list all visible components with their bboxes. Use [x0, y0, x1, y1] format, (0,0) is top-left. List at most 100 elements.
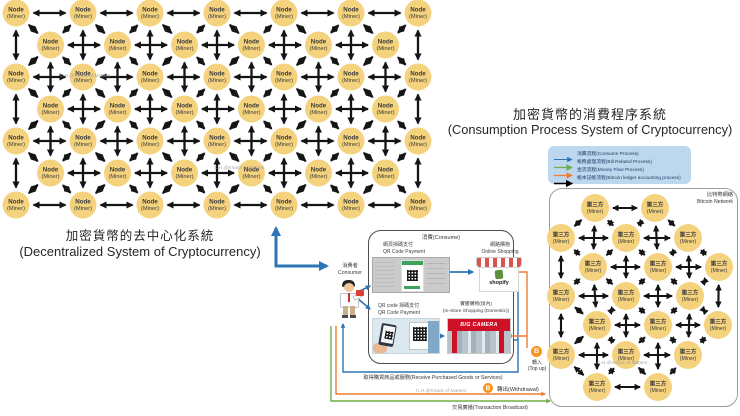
svg-text:Node: Node — [209, 7, 225, 14]
right-title: 加密貨幣的消費程序系統 (Consumption Process System … — [440, 107, 740, 137]
svg-text:(Miner): (Miner) — [342, 206, 360, 212]
svg-text:(Miner): (Miner) — [275, 142, 293, 148]
svg-text:Node: Node — [311, 39, 327, 46]
shopify-store-icon: shopify — [476, 257, 522, 292]
big-camera-store-photo: BIG CAMERA — [447, 318, 511, 354]
svg-text:Node: Node — [110, 103, 126, 110]
miner-node: Node(Miner) — [270, 0, 298, 27]
qr-code-image — [413, 327, 427, 341]
svg-text:(Miner): (Miner) — [7, 14, 25, 20]
svg-text:(Miner): (Miner) — [409, 78, 427, 84]
miner-node: Node(Miner) — [69, 0, 97, 27]
miner-node: Node(Miner) — [270, 127, 298, 155]
svg-text:Node: Node — [276, 71, 292, 78]
consume-box-title: 消費(Consume) — [421, 235, 461, 241]
svg-text:Node: Node — [276, 135, 292, 142]
svg-text:(Miner): (Miner) — [275, 78, 293, 84]
svg-text:Node: Node — [410, 7, 426, 14]
shopify-wordmark: shopify — [489, 280, 509, 286]
left-caption-zh: 加密貨幣的去中心化系統 — [65, 229, 215, 243]
svg-text:(Miner): (Miner) — [7, 206, 25, 212]
instore-shopping-label: 實體購物(境內) (In-Store Shopping (Domestic)) — [442, 302, 510, 314]
svg-text:Node: Node — [75, 199, 91, 206]
miner-node: Node(Miner) — [404, 63, 432, 91]
miner-node: Node(Miner) — [136, 63, 164, 91]
legend-row: 消費流程(Consume Process) — [553, 149, 691, 162]
svg-text:Node: Node — [410, 71, 426, 78]
miner-node: Node(Miner) — [337, 0, 365, 27]
miner-node: Node(Miner) — [2, 127, 30, 155]
miner-node: Node(Miner) — [270, 191, 298, 219]
web-qr-payment-screenshot — [372, 257, 450, 293]
svg-text:Node: Node — [75, 135, 91, 142]
miner-node: Node(Miner) — [372, 31, 399, 59]
miner-node: Node(Miner) — [372, 159, 399, 187]
topup-label-zh: 轉入 — [531, 360, 542, 366]
network-consumer-connector — [270, 225, 330, 272]
miner-node: Node(Miner) — [171, 159, 198, 187]
svg-text:Node: Node — [75, 7, 91, 14]
svg-text:(Miner): (Miner) — [309, 174, 327, 180]
svg-text:(Miner): (Miner) — [175, 174, 193, 180]
svg-text:Node: Node — [311, 167, 327, 174]
svg-text:(Miner): (Miner) — [409, 14, 427, 20]
svg-text:(Miner): (Miner) — [275, 14, 293, 20]
withdrawal-label: 轉出(Withdrawal) — [497, 387, 539, 393]
miner-node: Node(Miner) — [404, 0, 432, 27]
svg-text:Node: Node — [43, 39, 59, 46]
miner-node: Node(Miner) — [305, 31, 332, 59]
svg-text:(Miner): (Miner) — [376, 46, 394, 52]
miner-node: Node(Miner) — [2, 0, 30, 27]
miner-node: Node(Miner) — [69, 127, 97, 155]
miner-node: Node(Miner) — [203, 63, 231, 91]
red-wallet-icon — [356, 290, 364, 296]
svg-text:Node: Node — [110, 167, 126, 174]
svg-text:(Miner): (Miner) — [74, 206, 92, 212]
miner-node: Node(Miner) — [404, 191, 432, 219]
svg-text:Node: Node — [177, 39, 193, 46]
bill-flow-arrow-icon — [553, 158, 577, 171]
svg-text:Node: Node — [311, 103, 327, 110]
receive-goods-label: 取得購買商品或服務(Receive Purchased Goods or Ser… — [363, 375, 503, 381]
consume-flow-arrow-icon — [553, 150, 577, 162]
bitcoin-icon: B — [531, 346, 542, 357]
svg-text:(Miner): (Miner) — [309, 46, 327, 52]
svg-text:Node: Node — [378, 39, 394, 46]
topup-label-en: (Top up) — [527, 366, 547, 372]
svg-text:Node: Node — [177, 103, 193, 110]
miner-node: Node(Miner) — [2, 63, 30, 91]
online-shopping-label: 網路購物 Online Shopping — [481, 242, 519, 255]
svg-text:Node: Node — [8, 7, 24, 14]
qr-code-image — [383, 330, 394, 340]
miner-node: Node(Miner) — [337, 191, 365, 219]
left-caption: 加密貨幣的去中心化系統 (Decentralized System of Cry… — [0, 229, 280, 259]
miner-node: Node(Miner) — [136, 0, 164, 27]
svg-text:Node: Node — [8, 199, 24, 206]
legend-row: 金流流程(Money Flow Process) — [553, 165, 691, 179]
svg-text:(Miner): (Miner) — [141, 206, 159, 212]
miner-node: Node(Miner) — [104, 95, 131, 123]
miner-node: Node(Miner) — [104, 159, 131, 187]
legend-label: 帳本記帳流程(Bitcoin ledger accounting process… — [577, 175, 681, 181]
svg-text:Node: Node — [142, 199, 158, 206]
svg-text:(Miner): (Miner) — [409, 206, 427, 212]
svg-text:(Miner): (Miner) — [7, 78, 25, 84]
miner-node: Node(Miner) — [2, 191, 30, 219]
svg-text:(Miner): (Miner) — [74, 78, 92, 84]
left-caption-en: (Decentralized System of Cryptocurrency) — [19, 244, 261, 259]
miner-node: Node(Miner) — [136, 127, 164, 155]
svg-text:Node: Node — [43, 167, 59, 174]
consumer-figure — [334, 280, 364, 322]
svg-text:Node: Node — [276, 7, 292, 14]
miner-node: Node(Miner) — [203, 127, 231, 155]
miner-node: Node(Miner) — [270, 63, 298, 91]
ledger-flow-arrow-icon — [553, 174, 577, 187]
svg-text:(Miner): (Miner) — [208, 206, 226, 212]
miner-node: Node(Miner) — [136, 191, 164, 219]
svg-text:(Miner): (Miner) — [41, 110, 59, 116]
svg-text:(Miner): (Miner) — [376, 174, 394, 180]
shopify-bag-icon — [494, 269, 504, 279]
legend: 消費流程(Consume Process) 帳務處理流程(Bill Relate… — [548, 146, 691, 187]
svg-text:Node: Node — [410, 199, 426, 206]
